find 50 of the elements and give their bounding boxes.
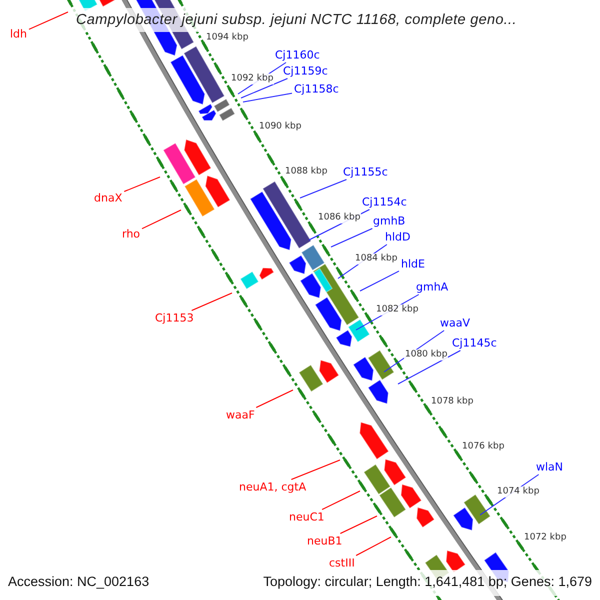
leader-line (356, 536, 392, 556)
gene-label: dnaX (94, 192, 122, 204)
footer-text: Accession: NC_002163 (8, 574, 150, 590)
gene-label: Cj1154c (362, 196, 407, 208)
gene-label: gmhB (373, 214, 406, 228)
gene-label: waaF (226, 408, 255, 422)
scale-label: 1092 kbp (230, 74, 274, 84)
leader-line (240, 78, 288, 98)
gene-label: neuA1, cgtA (239, 480, 306, 494)
scale-label: 1086 kbp (317, 212, 362, 224)
leader-line (124, 176, 160, 192)
gene-label: ldh (10, 28, 28, 40)
scale-label: 1090 kbp (258, 122, 302, 132)
gene-label: cstIII (329, 556, 355, 570)
gene-label: Cj1145c (452, 336, 497, 350)
gene-label: Cj1155c (343, 166, 388, 178)
scale-label: 1080 kbp (404, 350, 448, 360)
scale-label: 1088 kbp (284, 166, 328, 178)
leader-line (330, 228, 373, 248)
gene-label: neuB1 (307, 534, 342, 548)
gene-label: waaV (440, 316, 470, 330)
gene-label: Cj1159c (283, 64, 328, 78)
scale-label: 1074 kbp (496, 486, 540, 498)
scale-label: 1084 kbp (354, 254, 398, 264)
gene-label: Cj1153 (155, 312, 194, 324)
gene-label: hldD (385, 230, 410, 244)
leader-line (191, 292, 232, 311)
leader-line (142, 210, 182, 230)
scale-label: 1076 kbp (461, 442, 506, 452)
gene-label: wlaN (536, 460, 564, 474)
leader-line (360, 270, 400, 292)
footer-text: Topology: circular; Length: 1,641,481 bp; Genes: 1,679 (263, 574, 592, 590)
gene-label: gmhA (416, 280, 448, 294)
gene-label: Cj1158c (294, 82, 339, 96)
gene-label: hldE (401, 258, 425, 270)
scale-label: 1078 kbp (430, 396, 474, 408)
scale-label: 1072 kbp (523, 532, 568, 544)
leader-line (398, 350, 461, 384)
gene-label: neuC1 (289, 510, 324, 524)
leader-line (290, 460, 340, 480)
leader-line (242, 92, 292, 102)
gene-label: rho (122, 228, 140, 240)
leader-line (28, 12, 68, 30)
leader-line (300, 179, 347, 198)
scale-label: 1082 kbp (375, 304, 420, 316)
scale-label: 1094 kbp (205, 32, 250, 44)
leader-line (322, 490, 360, 510)
leader-line (340, 516, 378, 534)
leader-line (256, 390, 294, 408)
gene-label: Cj1160c (275, 48, 320, 62)
